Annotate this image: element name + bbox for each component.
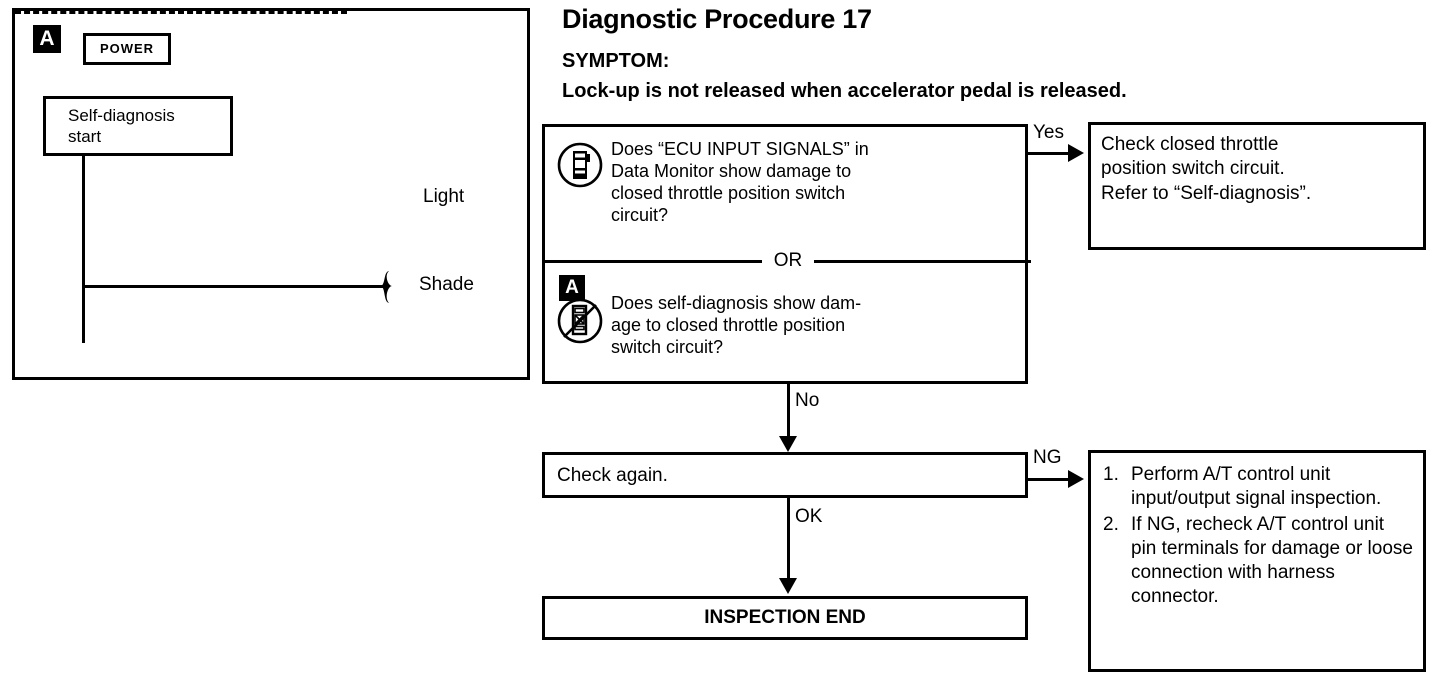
result-box-check-circuit-text: Check closed throttle position switch ci…: [1101, 134, 1312, 204]
yes-arrow-icon: [1068, 144, 1084, 162]
inspection-end-box: INSPECTION END: [542, 596, 1028, 640]
symptom-description: Lock-up is not released when accelerator…: [562, 80, 1127, 102]
inspection-end-label: INSPECTION END: [704, 607, 866, 628]
condition-self-diagnosis: Does self-diagnosis show dam- age to clo…: [545, 285, 1025, 359]
yes-branch-label: Yes: [1033, 122, 1064, 143]
ng-arrow-icon: [1068, 470, 1084, 488]
no-branch-label: No: [795, 390, 820, 411]
or-rule-left: [545, 259, 762, 263]
result-box-at-control-unit: 1. Perform A/T control unit input/output …: [1088, 450, 1426, 672]
light-label: Light: [423, 186, 465, 207]
or-label: OR: [761, 250, 815, 272]
consult-tool-icon: [549, 135, 611, 227]
list-item-number: 1.: [1103, 464, 1119, 485]
list-item-text: If NG, recheck A/T control unit pin term…: [1131, 513, 1413, 607]
result-box-check-circuit: Check closed throttle position switch ci…: [1088, 122, 1426, 250]
self-diagnosis-start-box: Self-diagnosis start: [43, 96, 233, 156]
ok-branch-label: OK: [795, 506, 823, 527]
list-item: 1. Perform A/T control unit input/output …: [1103, 463, 1413, 511]
symptom-heading: SYMPTOM:: [562, 50, 670, 72]
no-consult-tool-icon: [549, 289, 611, 359]
illustration-panel: A POWER Self-diagnosis start Light Shade: [12, 8, 530, 380]
ng-branch-label: NG: [1033, 447, 1062, 468]
decision-box: Does “ECU INPUT SIGNALS” in Data Monitor…: [542, 124, 1031, 384]
shade-solid-line: [82, 285, 384, 288]
result-list: 1. Perform A/T control unit input/output …: [1091, 453, 1423, 609]
page-title: Diagnostic Procedure 17: [562, 4, 872, 34]
or-rule-right: [814, 259, 1031, 263]
condition-self-diagnosis-text: Does self-diagnosis show dam- age to clo…: [611, 292, 862, 357]
shade-label: Shade: [419, 274, 474, 295]
power-box: POWER: [83, 33, 171, 65]
or-divider: OR: [545, 250, 1031, 272]
timing-trunk-line: [82, 156, 85, 343]
power-label: POWER: [99, 41, 155, 56]
panel-badge-a: A: [33, 25, 61, 53]
condition-badge-a: A: [559, 275, 585, 301]
no-arrow-icon: [779, 436, 797, 452]
ng-connector-line: [1028, 478, 1080, 481]
list-item: 2. If NG, recheck A/T control unit pin te…: [1103, 513, 1413, 609]
shade-bracket-icon: [379, 269, 393, 305]
ok-connector-line: [787, 498, 790, 586]
yes-connector-line: [1028, 152, 1080, 155]
ok-arrow-icon: [779, 578, 797, 594]
light-dashed-line: [15, 11, 347, 14]
check-again-box: Check again.: [542, 452, 1028, 498]
condition-consult-text: Does “ECU INPUT SIGNALS” in Data Monitor…: [611, 139, 869, 225]
self-diagnosis-start-label: Self-diagnosis start: [68, 106, 175, 147]
check-again-label: Check again.: [557, 465, 668, 486]
list-item-text: Perform A/T control unit input/output si…: [1131, 464, 1382, 509]
no-connector-line: [787, 384, 790, 444]
list-item-number: 2.: [1103, 513, 1119, 535]
condition-consult: Does “ECU INPUT SIGNALS” in Data Monitor…: [545, 127, 1025, 227]
